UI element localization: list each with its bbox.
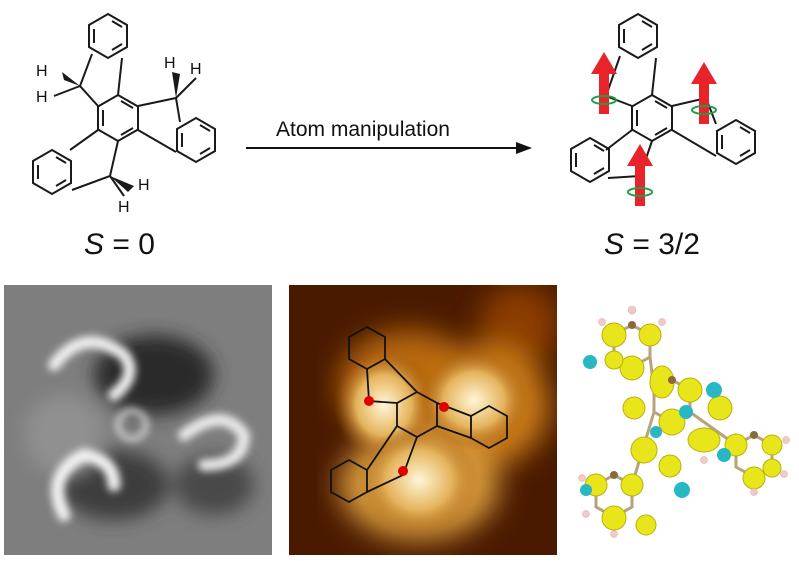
- reaction-scheme: H H H H H H: [32, 13, 756, 216]
- reactant-spin-label: S = 0: [84, 228, 155, 262]
- spin-density-render: [578, 305, 790, 538]
- hydrogen-label: H: [36, 89, 48, 106]
- spin-value: = 0: [112, 228, 155, 261]
- stm-topography-image: [289, 285, 557, 555]
- spin-up-arrow: [626, 143, 654, 207]
- reaction-arrowhead: [516, 142, 532, 154]
- radical-site-marker: [439, 402, 449, 412]
- product-spin-label: S = 3/2: [604, 228, 700, 262]
- reaction-label: Atom manipulation: [276, 118, 450, 141]
- hydrogen-label: H: [36, 63, 48, 80]
- product-molecule: [570, 13, 756, 183]
- spin-symbol: S: [84, 228, 105, 261]
- spin-up-arrow: [590, 51, 618, 115]
- hydrogen-label: H: [190, 61, 202, 78]
- radical-site-marker: [364, 396, 374, 406]
- spin-value: = 3/2: [632, 228, 700, 261]
- spin-symbol: S: [604, 228, 625, 261]
- hydrogen-label: H: [164, 55, 176, 72]
- radical-site-marker: [398, 466, 408, 476]
- reactant-molecule: [32, 13, 216, 197]
- hydrogen-label: H: [138, 177, 150, 194]
- afm-grayscale-image: [4, 285, 272, 555]
- hydrogen-labels: H H H H H H: [36, 55, 202, 216]
- hydrogen-label: H: [118, 199, 130, 216]
